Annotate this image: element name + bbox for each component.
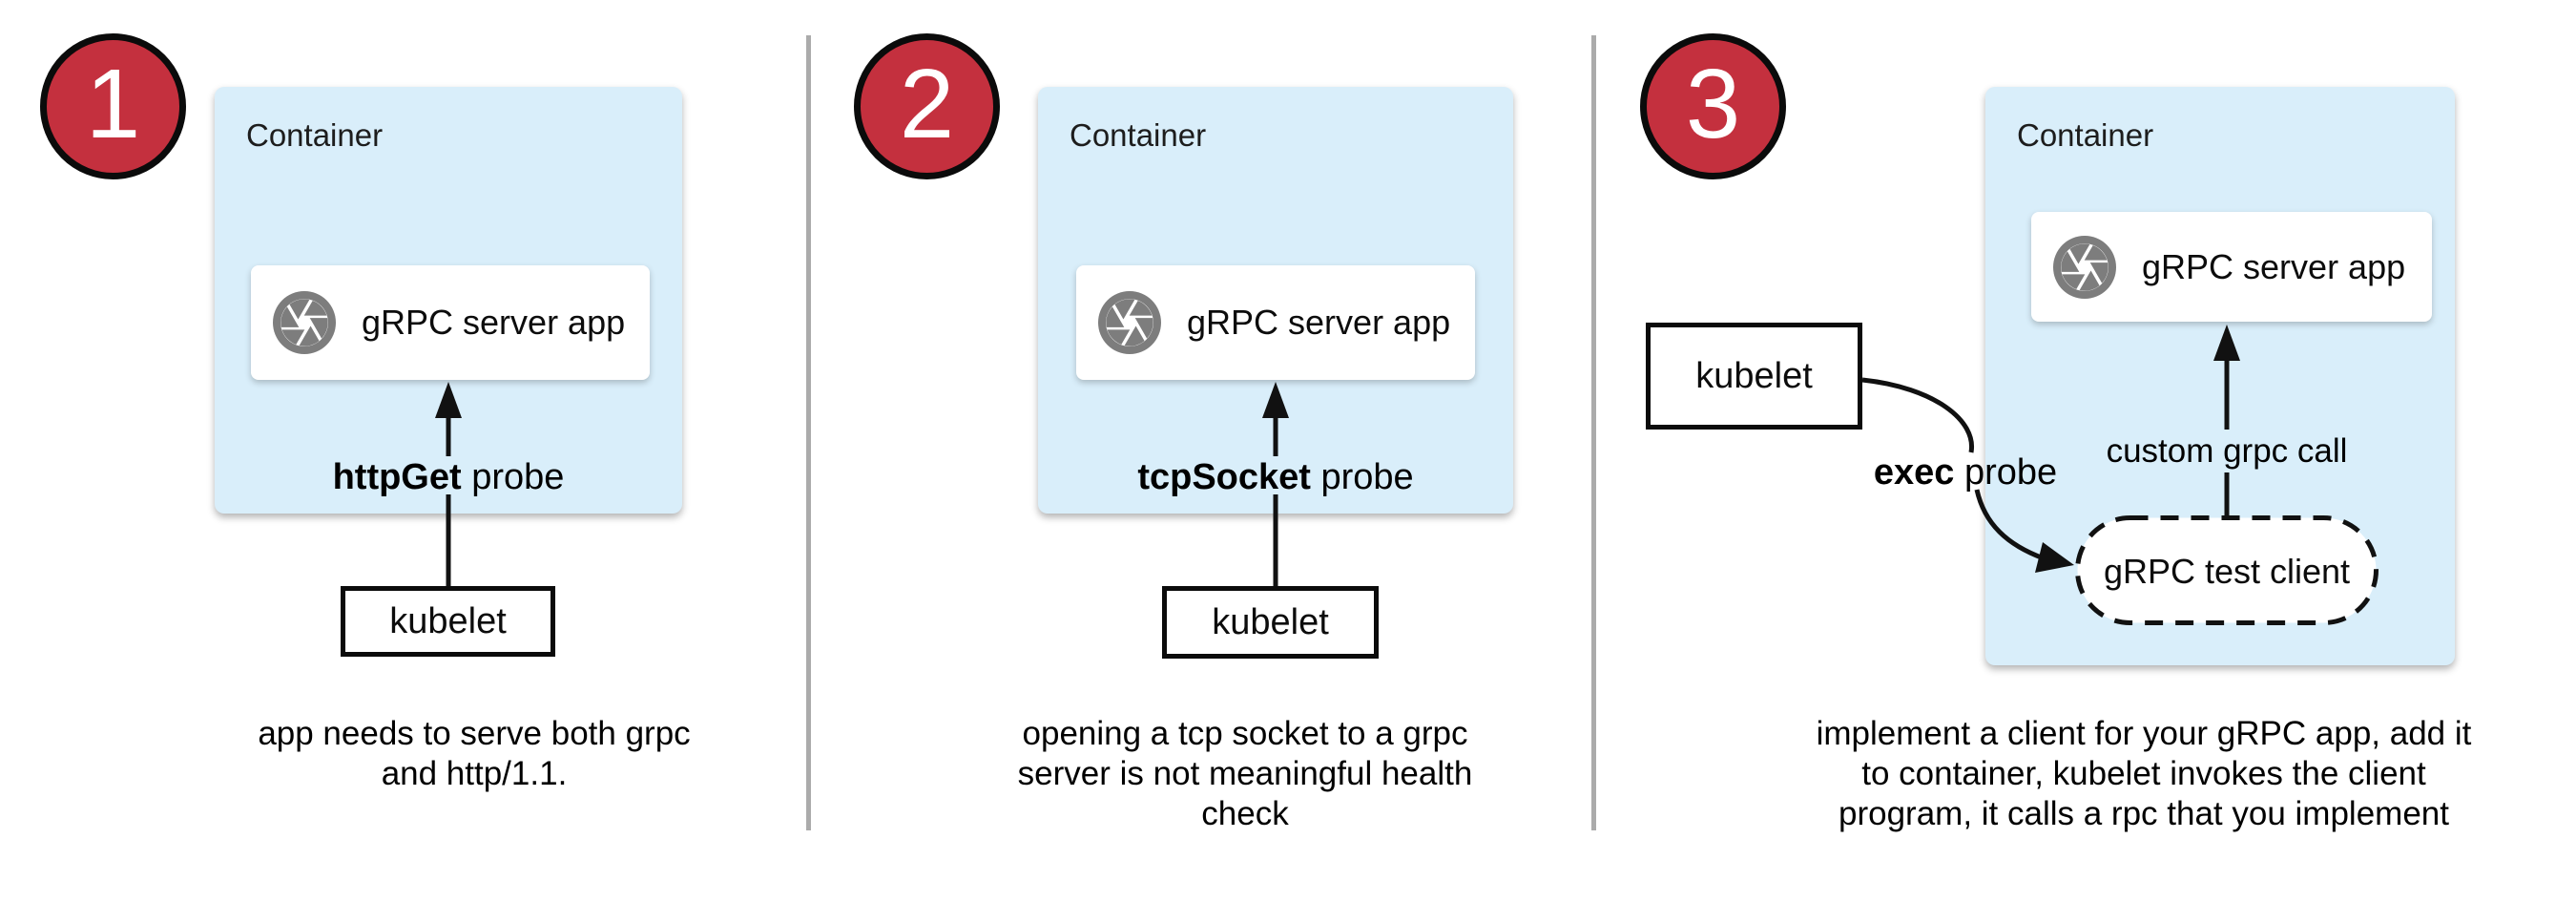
kubelet-box-panel1: kubelet <box>341 586 555 657</box>
aperture-icon <box>1098 291 1161 354</box>
container-label: Container <box>2017 117 2154 153</box>
grpc-server-app-box-panel3: gRPC server app <box>2031 212 2432 322</box>
kubelet-label: kubelet <box>389 600 507 641</box>
container-label: Container <box>1070 117 1207 153</box>
grpc-server-app-label: gRPC server app <box>2142 246 2406 286</box>
kubelet-box-panel2: kubelet <box>1162 586 1379 659</box>
caption-line: implement a client for your gRPC app, ad… <box>1816 715 2472 752</box>
panel-divider-2 <box>1591 35 1596 830</box>
step-number: 1 <box>85 49 141 158</box>
probe-type: tcpSocket <box>1137 457 1311 497</box>
caption-panel2: opening a tcp socket to a grpc server is… <box>959 714 1531 834</box>
step-badge-3: 3 <box>1640 33 1786 179</box>
step-badge-1: 1 <box>40 33 186 179</box>
step-number: 2 <box>899 49 955 158</box>
probe-type: httpGet <box>332 457 462 497</box>
caption-line: to container, kubelet invokes the client <box>1861 755 2426 792</box>
caption-line: server is not meaningful health <box>1017 755 1473 792</box>
step-badge-2: 2 <box>854 33 1000 179</box>
kubelet-box-panel3: kubelet <box>1646 323 1862 430</box>
step-number: 3 <box>1685 49 1741 158</box>
caption-panel3: implement a client for your gRPC app, ad… <box>1762 714 2525 834</box>
caption-line: opening a tcp socket to a grpc <box>1022 715 1468 752</box>
probe-type: exec <box>1873 452 1955 493</box>
caption-line: program, it calls a rpc that you impleme… <box>1839 795 2449 832</box>
grpc-server-app-box-panel2: gRPC server app <box>1076 265 1475 380</box>
probe-label-panel3: exec probe <box>1873 452 2058 493</box>
caption-panel1: app needs to serve both grpc and http/1.… <box>167 714 781 794</box>
custom-grpc-call-label: custom grpc call <box>2106 432 2348 470</box>
grpc-server-app-label: gRPC server app <box>1187 303 1451 342</box>
caption-line: and http/1.1. <box>381 755 568 792</box>
kubelet-label: kubelet <box>1212 601 1329 642</box>
aperture-icon <box>273 291 336 354</box>
aperture-icon <box>2053 235 2116 299</box>
grpc-server-app-label: gRPC server app <box>362 303 626 342</box>
caption-line: check <box>1201 795 1289 832</box>
panel-divider-1 <box>806 35 811 830</box>
probe-label-panel1: httpGet probe <box>332 457 565 497</box>
grpc-test-client-label: gRPC test client <box>2103 552 2351 591</box>
container-label: Container <box>246 117 384 153</box>
caption-line: app needs to serve both grpc <box>258 715 691 752</box>
grpc-server-app-box-panel1: gRPC server app <box>251 265 650 380</box>
probe-label-panel2: tcpSocket probe <box>1137 457 1414 497</box>
kubelet-label: kubelet <box>1695 355 1813 396</box>
